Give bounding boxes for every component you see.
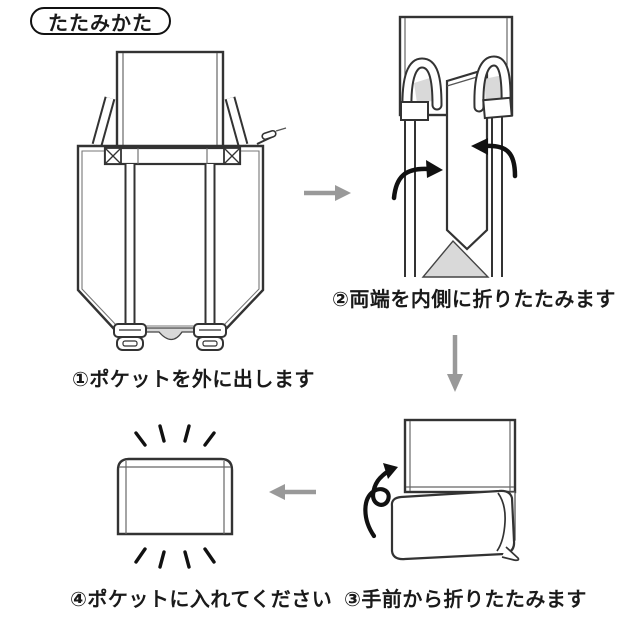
- step1-caption: ①ポケットを外に出します: [72, 369, 315, 391]
- strap-bands: [400, 96, 513, 121]
- handles: [401, 55, 512, 117]
- zipper-pull-icon: [256, 127, 287, 145]
- handle-shadow-left: [414, 77, 433, 103]
- bag-body: [76, 144, 265, 332]
- page-title: たたみかた: [48, 12, 153, 35]
- step4-caption: ④ポケットに入れてください: [70, 589, 333, 611]
- side-straps: [404, 103, 503, 277]
- webbing-band: [103, 146, 242, 166]
- curved-fold-arrow-left-icon: [391, 160, 443, 201]
- pocket-straps: [91, 96, 249, 147]
- finished-pouch: [116, 457, 234, 536]
- rolled-front: [390, 489, 520, 562]
- step2-fold-illustration: [391, 15, 518, 278]
- step4-pouch-illustration: [116, 424, 234, 569]
- title-badge: たたみかた: [30, 7, 171, 35]
- right-buckle: [193, 323, 227, 351]
- sparkle-emphasis-lines-top: [134, 424, 216, 447]
- flow-arrow-left-icon: [269, 484, 316, 500]
- curved-fold-arrow-right-icon: [471, 138, 518, 179]
- pocket-top: [403, 418, 517, 494]
- step3-roll-illustration: [363, 418, 520, 562]
- outer-pocket: [115, 50, 225, 150]
- bottom-fold-shading: [421, 239, 490, 278]
- flow-arrow-right-icon: [304, 185, 351, 201]
- sparkle-emphasis-lines-bottom: [134, 547, 216, 569]
- left-buckle: [113, 323, 147, 351]
- step2-caption: ②両端を内側に折りたたみます: [332, 289, 616, 311]
- flow-arrow-down-icon: [447, 335, 463, 392]
- spiral-roll-arrow-icon: [363, 463, 398, 539]
- step3-caption: ③手前から折りたたみます: [344, 589, 587, 611]
- handle-shadow-right: [484, 75, 503, 102]
- step1-bag-illustration: [76, 50, 287, 351]
- vertical-straps: [124, 164, 216, 328]
